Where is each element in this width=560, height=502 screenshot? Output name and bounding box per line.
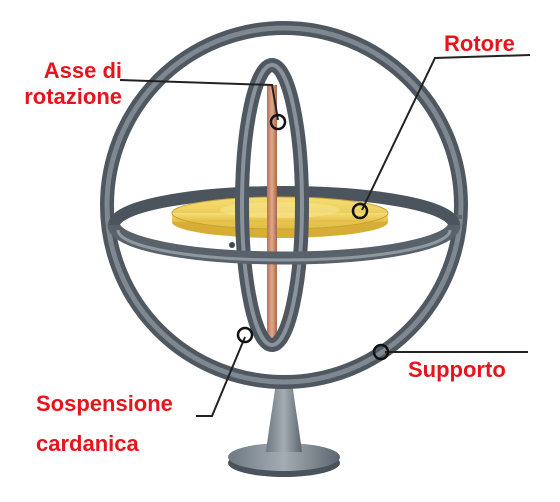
- rotation-axle: [267, 85, 277, 350]
- label-sospensione-line1: Sospensione: [36, 391, 173, 416]
- label-sospensione-cardanica: Sospensione cardanica: [36, 391, 173, 457]
- marker-asse: [269, 113, 287, 131]
- label-rotore: Rotore: [444, 31, 515, 56]
- label-asse-line2: rotazione: [24, 84, 122, 109]
- label-asse-di-rotazione: Asse di rotazione: [24, 58, 122, 110]
- rotor-disc: [171, 196, 389, 238]
- horizontal-gimbal-back: [108, 186, 460, 226]
- label-asse-line1: Asse di: [43, 58, 122, 83]
- marker-rotore: [351, 202, 369, 220]
- leader-rotore: [361, 54, 531, 211]
- marker-circles: [236, 113, 390, 361]
- stand-base: [228, 376, 340, 477]
- leader-lines: [119, 54, 531, 417]
- label-sospensione-line2: cardanica: [36, 431, 139, 456]
- marker-sospensione: [236, 326, 254, 344]
- label-supporto: Supporto: [408, 357, 506, 382]
- leader-sospensione: [196, 336, 246, 417]
- marker-supporto: [372, 343, 390, 361]
- horizontal-gimbal-front: [107, 224, 461, 265]
- leader-asse: [119, 79, 279, 121]
